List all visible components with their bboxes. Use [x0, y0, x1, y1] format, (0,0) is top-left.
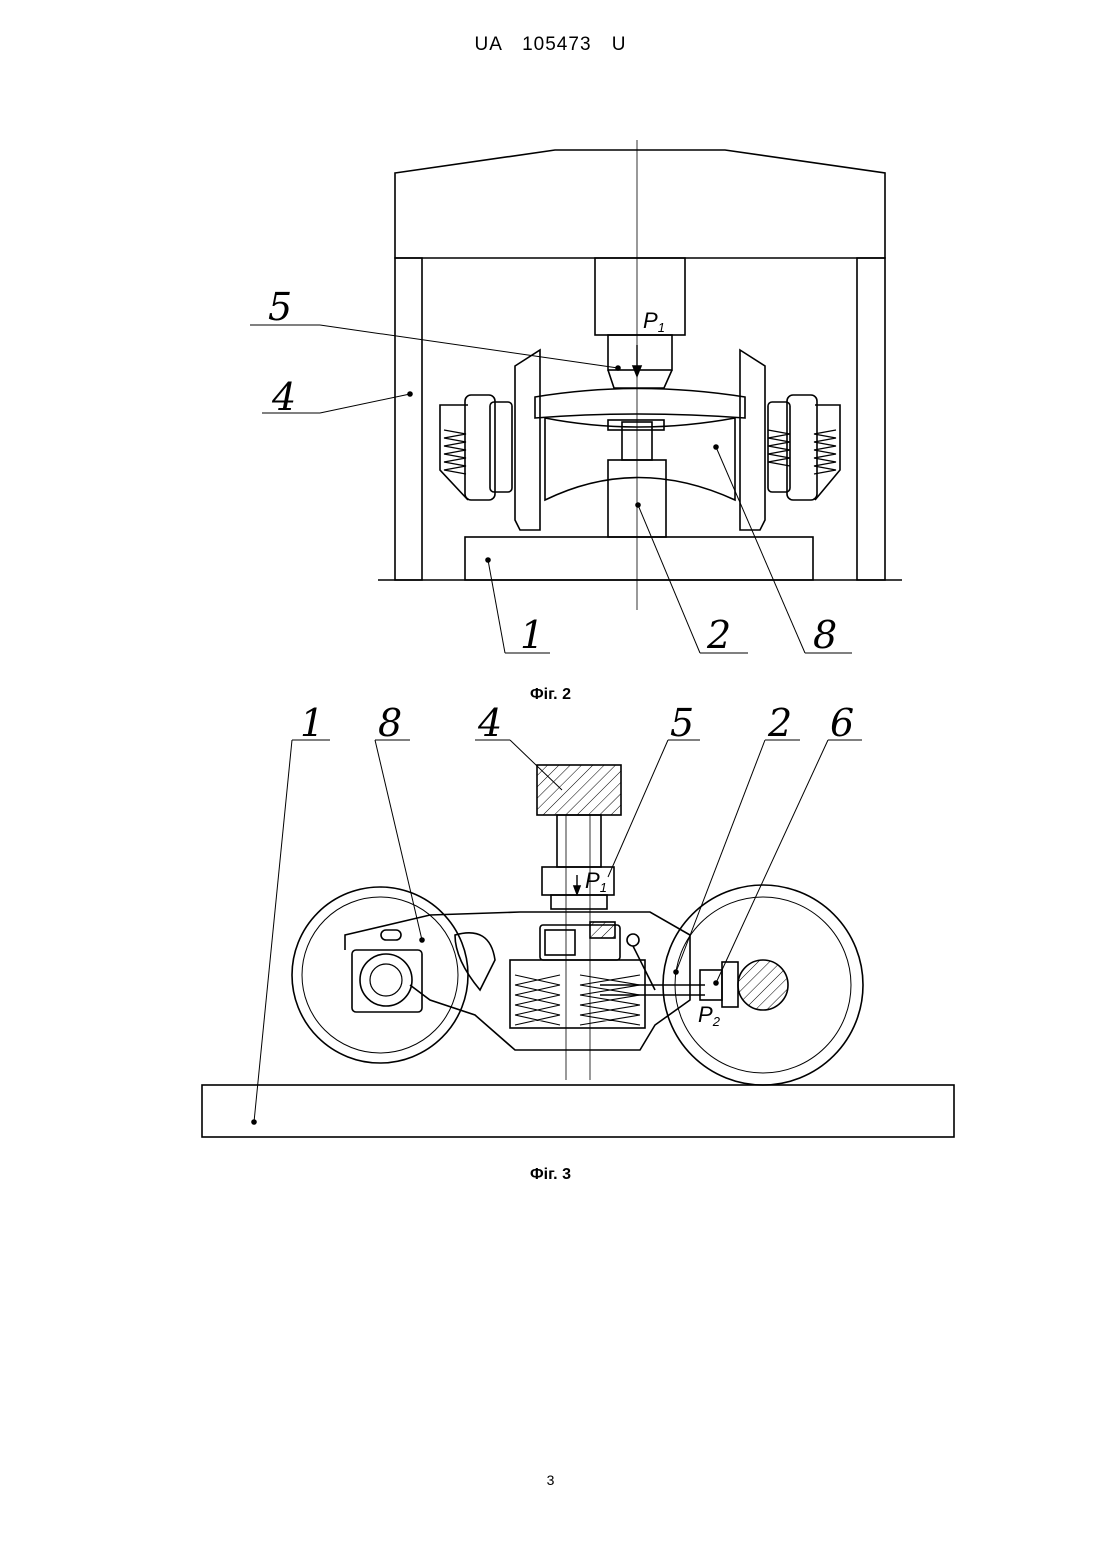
- cylinder-rod: [608, 335, 672, 370]
- spring-left: [444, 430, 466, 474]
- base-plate: [465, 537, 813, 580]
- wheel-left-outer: [292, 887, 468, 1063]
- springs: [515, 975, 640, 1025]
- fig3-label-6: 6: [830, 701, 854, 745]
- press-column-left: [395, 258, 422, 580]
- fig2-label-2: 2: [706, 613, 731, 657]
- figure-2-drawing: [250, 140, 902, 653]
- bolster-top: [535, 389, 745, 419]
- fig3-label-5: 5: [670, 701, 694, 745]
- figure-2-caption: Фіг. 2: [0, 686, 1101, 704]
- load-rod: [557, 815, 601, 867]
- fig3-label-4: 4: [477, 701, 502, 745]
- fig3-label-2: 2: [767, 701, 792, 745]
- fig3-force-p2: P2: [698, 1002, 721, 1029]
- side-frame-left: [515, 350, 540, 530]
- wheel-left-inner: [302, 897, 458, 1053]
- rail-base: [202, 1085, 954, 1137]
- fig3-label-8: 8: [378, 701, 402, 745]
- fig2-label-5: 5: [268, 285, 292, 329]
- fig3-force-p1: P1: [585, 868, 607, 895]
- fig2-force-p1: P1: [643, 308, 665, 335]
- fig3-label-1: 1: [300, 701, 324, 745]
- load-pad: [608, 370, 672, 388]
- figure-3-drawing: [202, 740, 954, 1137]
- axle-box-left: [360, 954, 412, 1006]
- press-column-right: [857, 258, 885, 580]
- page-number: 3: [0, 1472, 1101, 1488]
- cylinder-body: [595, 258, 685, 335]
- side-frame-right: [740, 350, 765, 530]
- wheel-hub-right: [738, 960, 788, 1010]
- figure-3-caption: Фіг. 3: [0, 1166, 1101, 1184]
- fig2-label-1: 1: [520, 613, 544, 657]
- fig2-label-8: 8: [813, 613, 837, 657]
- press-frame-top: [395, 150, 885, 258]
- load-head: [537, 765, 621, 815]
- side-frame: [345, 912, 690, 1050]
- fig2-label-4: 4: [271, 375, 296, 419]
